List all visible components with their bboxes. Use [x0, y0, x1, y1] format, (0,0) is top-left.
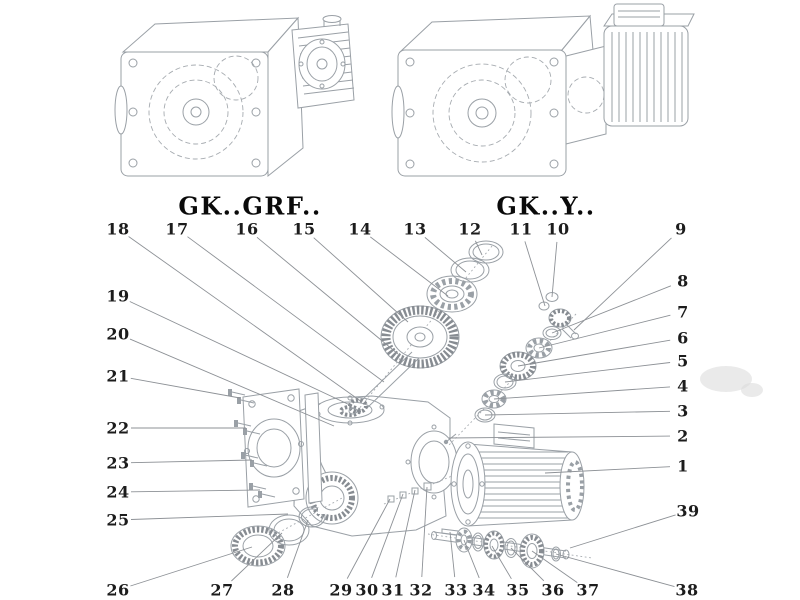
callout-26: 26: [106, 580, 130, 600]
callout-33: 33: [444, 580, 468, 600]
callout-27: 27: [210, 580, 234, 600]
callout-4: 4: [677, 376, 689, 396]
watermark: [700, 366, 763, 397]
leader-line-18: [128, 236, 363, 403]
leader-line-30: [371, 493, 404, 578]
leader-line-10: [551, 241, 558, 298]
callout-38: 38: [675, 580, 699, 600]
callout-8: 8: [677, 271, 689, 291]
callout-15: 15: [292, 219, 316, 239]
leader-line-38: [555, 553, 675, 588]
callout-19: 19: [106, 286, 130, 306]
leader-line-39: [569, 514, 676, 549]
callout-35: 35: [506, 580, 530, 600]
leader-line-13: [424, 237, 467, 273]
callout-39: 39: [676, 501, 700, 521]
callout-14: 14: [348, 219, 372, 239]
leader-line-24: [130, 489, 261, 493]
gearbox-y-drawing: [391, 3, 695, 177]
leader-line-20: [129, 338, 335, 427]
ring-set-drawing: [230, 497, 343, 567]
leader-line-29: [346, 498, 391, 579]
leader-line-9: [573, 237, 672, 331]
callout-7: 7: [677, 302, 689, 322]
gearbox-grf-drawing: [114, 15, 355, 178]
leader-line-28: [286, 519, 309, 578]
callout-12: 12: [458, 219, 482, 239]
callout-23: 23: [106, 453, 130, 473]
leader-line-2: [448, 435, 671, 439]
leader-line-16: [256, 236, 399, 355]
callout-24: 24: [106, 482, 130, 502]
callout-25: 25: [106, 510, 130, 530]
leader-line-36: [510, 547, 545, 582]
leader-line-6: [517, 339, 671, 367]
callout-36: 36: [541, 580, 565, 600]
leader-line-35: [491, 545, 512, 580]
leader-line-5: [504, 362, 671, 383]
leader-line-3: [484, 410, 671, 416]
callout-32: 32: [409, 580, 433, 600]
leader-line-32: [421, 486, 428, 578]
callout-11: 11: [509, 219, 533, 239]
leader-line-23: [130, 459, 253, 464]
callout-17: 17: [165, 219, 189, 239]
callout-20: 20: [106, 324, 130, 344]
variant-label-y: GK..Y..: [496, 191, 596, 221]
callout-9: 9: [675, 219, 687, 239]
callout-13: 13: [403, 219, 427, 239]
gear-cluster-drawing: [348, 240, 504, 415]
callout-30: 30: [355, 580, 379, 600]
leader-line-27: [231, 532, 283, 582]
leader-line-21: [130, 377, 241, 399]
motor-drawing: [450, 423, 585, 527]
leader-line-33: [449, 531, 456, 578]
leader-line-14: [370, 236, 449, 297]
leader-line-34: [463, 539, 480, 579]
callout-29: 29: [329, 580, 353, 600]
callout-6: 6: [677, 328, 689, 348]
callout-21: 21: [106, 366, 130, 386]
leader-line-37: [531, 550, 578, 583]
leader-line-1: [544, 466, 671, 474]
callout-31: 31: [381, 580, 405, 600]
callout-2: 2: [677, 426, 689, 446]
callout-10: 10: [546, 219, 570, 239]
leader-line-26: [130, 546, 253, 587]
callout-16: 16: [235, 219, 259, 239]
callout-1: 1: [677, 456, 689, 476]
callout-28: 28: [271, 580, 295, 600]
callout-5: 5: [677, 351, 689, 371]
leader-line-31: [395, 489, 416, 578]
callout-18: 18: [106, 219, 130, 239]
leader-line-19: [129, 301, 353, 407]
variant-label-grf: GK..GRF..: [178, 191, 322, 221]
leader-line-11: [524, 241, 546, 307]
leader-line-17: [187, 236, 385, 383]
callout-3: 3: [677, 401, 689, 421]
callout-22: 22: [106, 418, 130, 438]
leader-line-15: [313, 237, 409, 323]
callout-34: 34: [472, 580, 496, 600]
callout-37: 37: [576, 580, 600, 600]
leader-line-8: [551, 285, 672, 334]
leader-line-7: [538, 314, 671, 349]
flange-drawing: [242, 388, 323, 508]
leader-line-4: [493, 386, 671, 400]
flange-bolts-drawing: [228, 389, 276, 498]
leader-line-25: [130, 513, 289, 520]
leader-line-12: [474, 240, 483, 256]
